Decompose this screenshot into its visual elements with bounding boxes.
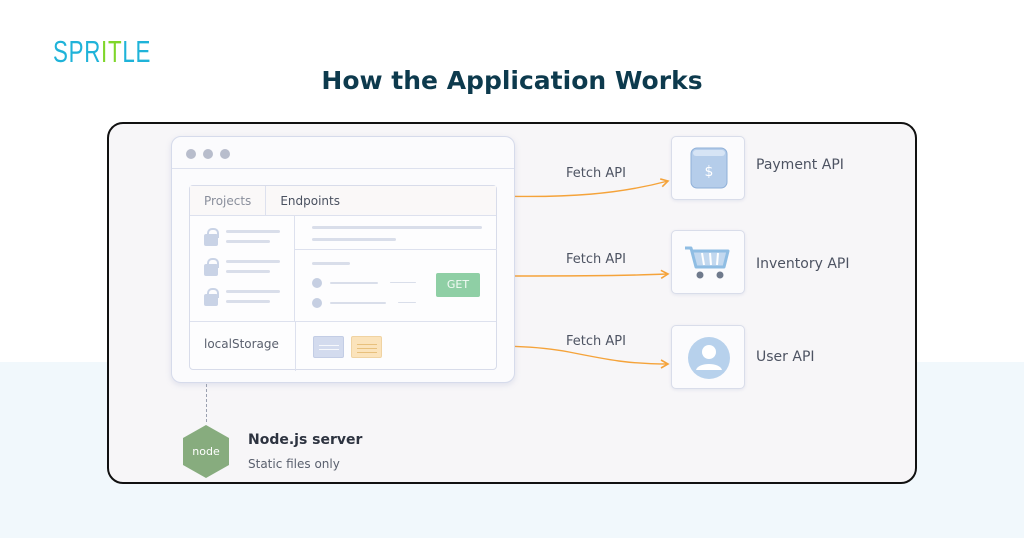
get-button[interactable]: GET: [436, 273, 480, 297]
card-line: [357, 344, 377, 345]
local-storage-label: localStorage: [204, 337, 279, 351]
fetch-label-inventory: Fetch API: [566, 252, 626, 267]
placeholder-line: [226, 270, 270, 273]
user-api-label: User API: [756, 349, 815, 365]
sprite-logo: SPRITLE: [53, 34, 151, 70]
server-subtitle: Static files only: [248, 457, 340, 471]
placeholder-line: [226, 230, 280, 233]
lock-icon: [204, 288, 219, 306]
money-jar-icon: $: [690, 147, 728, 189]
card-line: [319, 345, 339, 346]
inventory-api-label: Inventory API: [756, 256, 850, 272]
placeholder-line: [398, 302, 416, 303]
placeholder-line: [390, 282, 416, 283]
payment-api-node[interactable]: $: [671, 136, 745, 200]
storage-note-icon: [351, 336, 382, 358]
add-icon[interactable]: [312, 278, 322, 288]
fetch-label-payment: Fetch API: [566, 166, 626, 181]
tab-bar: Projects Endpoints: [190, 186, 496, 216]
payment-api-label: Payment API: [756, 157, 844, 173]
placeholder-line: [330, 282, 378, 284]
lock-icon: [204, 228, 219, 246]
placeholder-line: [312, 226, 482, 229]
arrow-payment: [494, 178, 670, 198]
server-title: Node.js server: [248, 432, 363, 448]
storage-row: localStorage: [190, 321, 496, 371]
placeholder-line: [226, 300, 270, 303]
svg-text:$: $: [705, 164, 714, 180]
browser-window: Projects Endpoints: [171, 136, 515, 383]
logo-highlight: IT: [101, 34, 123, 69]
browser-chrome: [172, 137, 514, 169]
tab-endpoints[interactable]: Endpoints: [280, 194, 340, 208]
shopping-cart-icon: [685, 246, 730, 279]
window-dot: [203, 149, 213, 159]
column-divider: [295, 322, 296, 371]
fetch-label-user: Fetch API: [566, 334, 626, 349]
placeholder-line: [226, 240, 270, 243]
tab-projects[interactable]: Projects: [190, 186, 267, 215]
page-title: How the Application Works: [321, 66, 703, 95]
card-line: [319, 349, 339, 350]
card-line: [357, 348, 377, 349]
server-connector: [206, 384, 207, 422]
user-api-node[interactable]: [671, 325, 745, 389]
row-divider: [295, 249, 497, 250]
placeholder-line: [226, 260, 280, 263]
placeholder-line: [330, 302, 386, 304]
window-dot: [220, 149, 230, 159]
placeholder-line: [226, 290, 280, 293]
project-list: [190, 216, 295, 321]
diagram-frame: Projects Endpoints: [107, 122, 917, 484]
add-icon[interactable]: [312, 298, 322, 308]
window-dot: [186, 149, 196, 159]
inventory-api-node[interactable]: [671, 230, 745, 294]
nodejs-logo-text: node: [192, 445, 220, 458]
user-avatar-icon: [688, 337, 730, 379]
storage-card-icon: [313, 336, 344, 358]
logo-part: SPR: [53, 34, 102, 69]
card-line: [357, 352, 377, 353]
nodejs-logo-icon: node: [183, 425, 229, 478]
placeholder-line: [312, 238, 396, 241]
placeholder-line: [312, 262, 350, 265]
logo-part: LE: [122, 34, 152, 69]
lock-icon: [204, 258, 219, 276]
app-panel: Projects Endpoints: [189, 185, 497, 371]
